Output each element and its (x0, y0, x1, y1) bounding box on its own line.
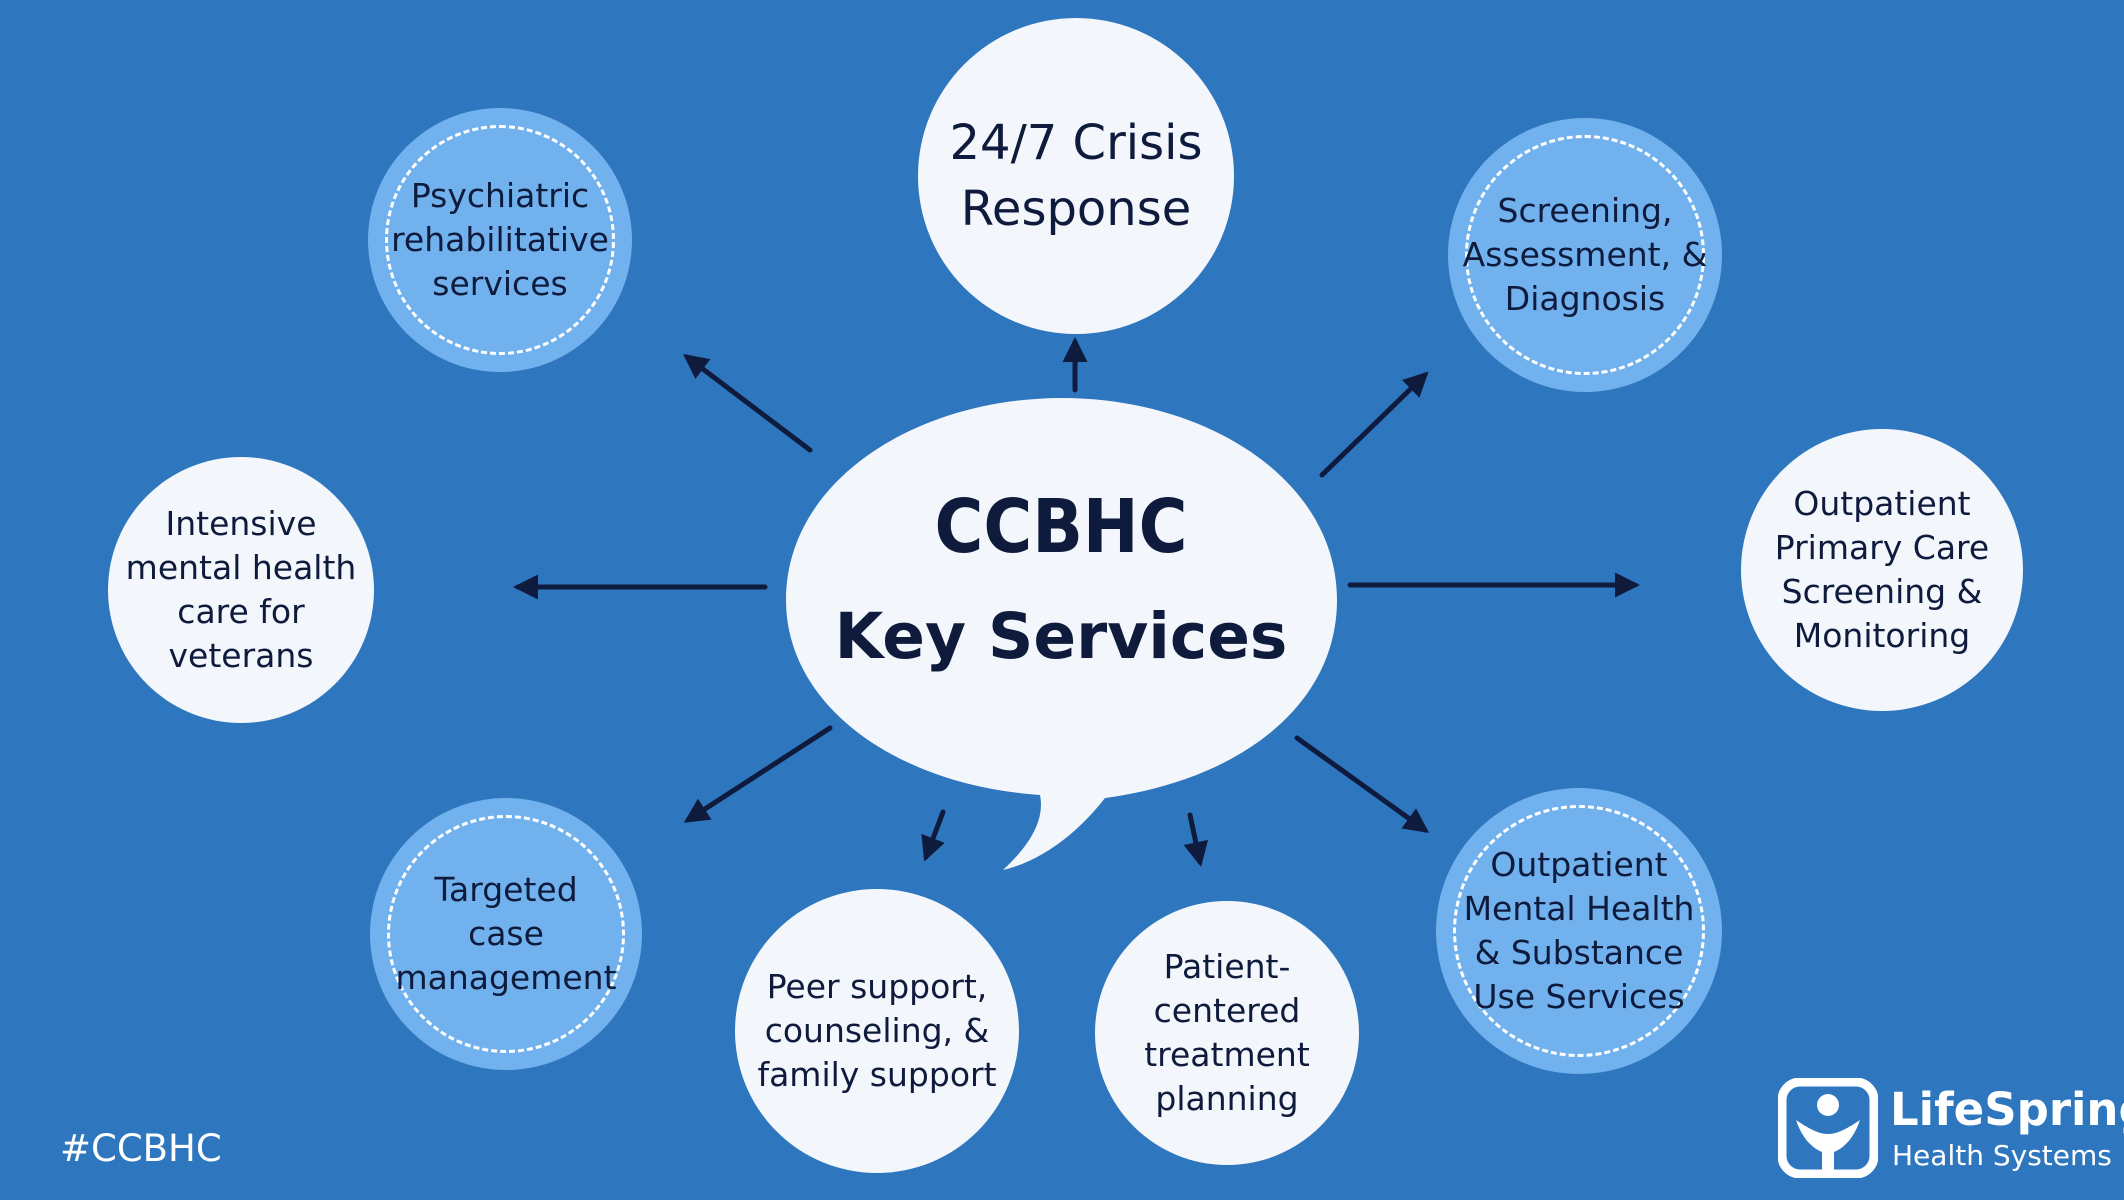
service-primary-care: Outpatient Primary Care Screening & Moni… (1741, 429, 2023, 711)
service-veterans: Intensive mental health care for veteran… (108, 457, 374, 723)
service-screening-label: Screening, Assessment, & Diagnosis (1462, 191, 1708, 318)
service-primary-care-label: Outpatient Primary Care Screening & Moni… (1774, 484, 1990, 655)
arrow-to-psychiatric (683, 353, 813, 453)
hashtag: #CCBHC (60, 1127, 222, 1170)
arrow-to-peer-support (921, 809, 946, 862)
service-case-management: Targeted case management (370, 798, 642, 1070)
central-speech-bubble (786, 398, 1337, 870)
center-subtitle: Key Services (834, 600, 1288, 673)
arrow-to-treatment-planning (1183, 812, 1209, 867)
arrow-to-case-management (683, 725, 833, 823)
service-case-management-label: Targeted case management (395, 870, 617, 997)
arrow-to-outpatient-mh (1294, 735, 1430, 833)
brand-name: LifeSpring (1890, 1083, 2124, 1136)
service-crisis-response: 24/7 Crisis Response (918, 18, 1234, 334)
brand-tagline: Health Systems (1892, 1139, 2112, 1172)
service-outpatient-mh-label: Outpatient Mental Health & Substance Use… (1463, 845, 1695, 1016)
service-treatment-planning-label: Patient- centered treatment planning (1144, 947, 1310, 1118)
service-crisis-response-label: 24/7 Crisis Response (949, 115, 1203, 237)
service-peer-support-label: Peer support, counseling, & family suppo… (757, 967, 997, 1094)
service-screening: Screening, Assessment, & Diagnosis (1448, 118, 1722, 392)
service-psychiatric-label: Psychiatric rehabilitative services (391, 176, 609, 303)
arrow-to-screening (1319, 371, 1429, 478)
service-psychiatric: Psychiatric rehabilitative services (368, 108, 632, 372)
service-veterans-label: Intensive mental health care for veteran… (125, 504, 357, 675)
center-title: CCBHC (934, 484, 1188, 570)
service-peer-support: Peer support, counseling, & family suppo… (735, 889, 1019, 1173)
lifespring-logo-icon (1778, 1078, 1878, 1178)
service-outpatient-mh: Outpatient Mental Health & Substance Use… (1436, 788, 1722, 1074)
service-treatment-planning: Patient- centered treatment planning (1095, 901, 1359, 1165)
